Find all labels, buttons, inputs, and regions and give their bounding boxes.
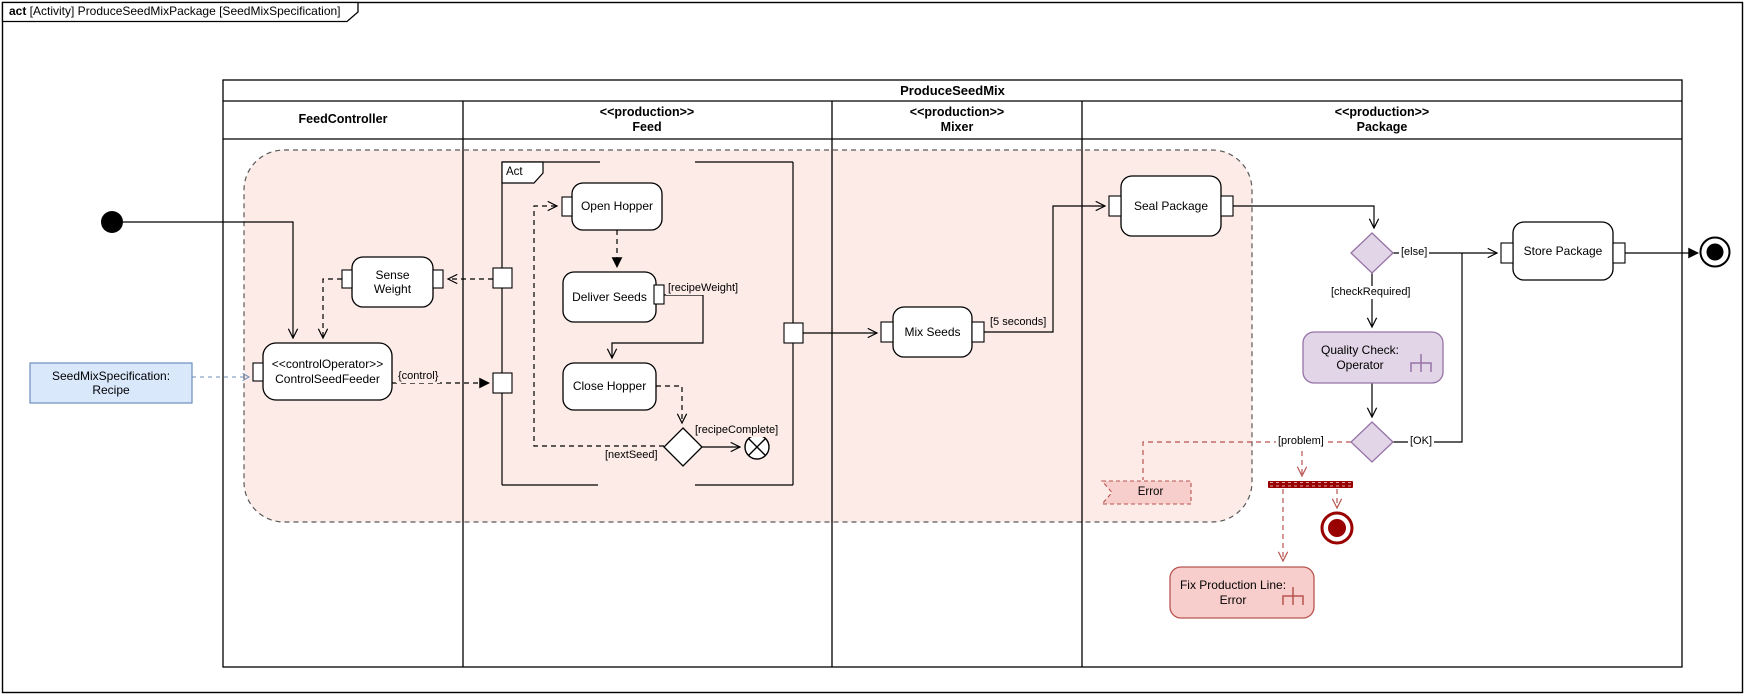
diagram-title-text: [Activity] ProduceSeedMixPackage [SeedMi… (26, 4, 341, 18)
terminate-inner-dot (1328, 519, 1346, 537)
edge-senseweight-to-controlseedfeeder (317, 278, 342, 340)
interrupt-bar-shape (1268, 481, 1353, 488)
interrupt-bar (1268, 481, 1353, 488)
flow-final-node[interactable] (744, 434, 770, 460)
initial-node[interactable] (101, 211, 123, 233)
diagram-title-keyword: act (9, 4, 27, 18)
action-open-hopper[interactable] (571, 182, 663, 231)
expansion-node (492, 372, 513, 394)
action-control-seed-feeder[interactable] (262, 342, 393, 401)
pin (880, 321, 894, 343)
edge-problem (1142, 441, 1351, 480)
action-store-package[interactable] (1512, 221, 1614, 281)
pin (252, 362, 264, 382)
edge-nextseed-loop (533, 200, 664, 447)
pin (1612, 242, 1626, 264)
pin (1500, 242, 1514, 264)
terminate-node[interactable] (1320, 511, 1354, 545)
final-inner-dot (1706, 243, 1724, 261)
decision-check-required[interactable] (1350, 232, 1394, 274)
activity-final-node[interactable] (1699, 236, 1731, 268)
edge-sealpackage-to-decision (1233, 205, 1380, 230)
diagram-title-tab (1, 1, 359, 23)
action-deliver-seeds[interactable] (562, 271, 657, 323)
pin (653, 284, 665, 305)
rake-icon (1410, 354, 1432, 372)
diagram-title: act [Activity] ProduceSeedMixPackage [Se… (9, 4, 341, 18)
interruptible-region (243, 149, 1253, 523)
edge-fiveseconds (984, 200, 1107, 333)
action-quality-check[interactable] (1302, 331, 1444, 384)
rake-icon (1282, 587, 1304, 605)
action-sense-weight[interactable] (351, 256, 434, 308)
pin (432, 269, 444, 289)
pins (252, 195, 1626, 394)
pin (341, 269, 353, 289)
decision-recipe[interactable] (663, 427, 703, 467)
expansion-node (492, 267, 513, 289)
control-flows (123, 200, 1700, 453)
interrupt-bar-texture (1270, 482, 1351, 487)
swimlane-pool (222, 79, 1683, 668)
pin (971, 321, 985, 343)
edge-recipeweight (606, 294, 704, 360)
pin (1220, 195, 1234, 217)
action-seal-package[interactable] (1120, 175, 1222, 237)
act-name-tab (501, 161, 544, 184)
action-close-hopper[interactable] (562, 362, 657, 411)
action-fix-production-line[interactable] (1169, 566, 1315, 619)
pin (561, 196, 573, 217)
expansion-node (783, 322, 804, 344)
pool-border (222, 79, 1683, 668)
pin (1108, 195, 1122, 217)
error-flows (1142, 441, 1351, 563)
edge-initial-to-controlseedfeeder (123, 221, 299, 340)
object-seed-mix-specification[interactable] (29, 362, 193, 404)
action-mix-seeds[interactable] (892, 306, 973, 358)
signal-error-flag[interactable] (1100, 480, 1192, 505)
flow-final-x-icon (748, 438, 766, 456)
decision-quality-result[interactable] (1350, 421, 1394, 463)
